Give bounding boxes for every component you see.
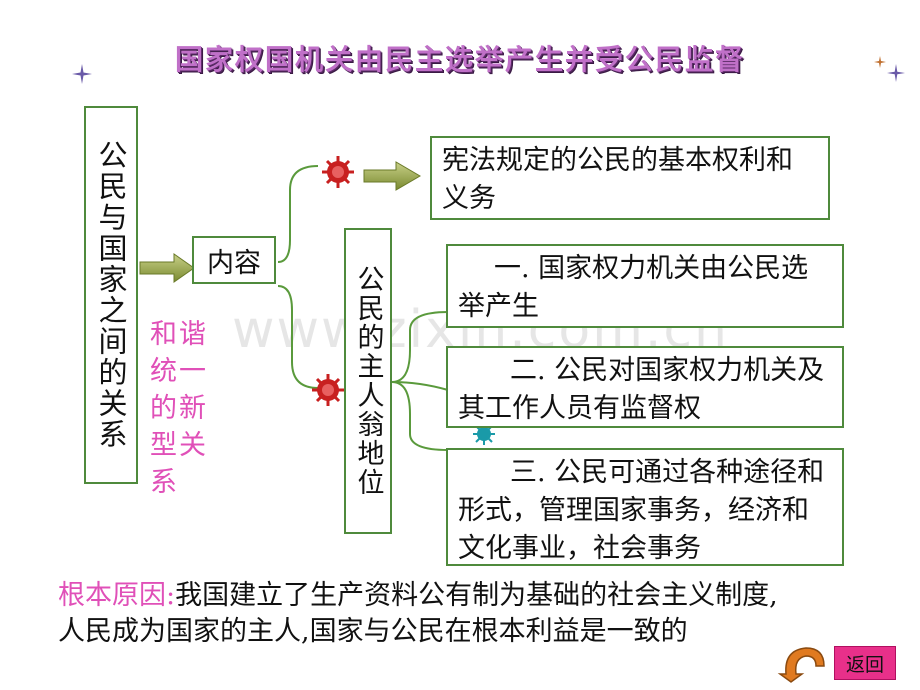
status-box: 公民的主人翁地位 — [344, 228, 392, 534]
sparkle-icon — [72, 64, 92, 84]
back-arrow-icon[interactable] — [776, 640, 830, 684]
item-box: 三. 公民可通过各种途径和形式，管理国家事务，经济和文化事业，社会事务 — [446, 448, 844, 566]
item-box: 一. 国家权力机关由公民选举产生 — [446, 244, 844, 328]
red-bullet-icon — [322, 156, 354, 188]
relationship-box: 公民与国家之间的关系 — [84, 106, 138, 484]
red-bullet-icon — [312, 374, 344, 406]
root-cause: 根本原因:我国建立了生产资料公有制为基础的社会主义制度,人民成为国家的主人,国家… — [58, 578, 798, 650]
side-note: 和谐统一的新型关系 — [150, 319, 208, 498]
arrow-right-icon — [363, 161, 421, 191]
brace-connector — [277, 165, 319, 389]
sparkle-icon — [874, 56, 905, 82]
arrow-right-icon — [139, 253, 195, 283]
root-cause-text: 我国建立了生产资料公有制为基础的社会主义制度,人民成为国家的主人,国家与公民在根… — [58, 580, 778, 647]
rights-duties-box: 宪法规定的公民的基本权利和义务 — [430, 136, 830, 220]
item-box: 二. 公民对国家权力机关及其工作人员有监督权 — [446, 346, 844, 428]
brace-connector — [391, 311, 449, 451]
page-title: 国家权国机关由民主选举产生并受公民监督 — [174, 43, 745, 76]
content-label-box: 内容 — [192, 236, 276, 284]
root-cause-label: 根本原因: — [58, 580, 176, 611]
back-button[interactable]: 返回 — [834, 646, 896, 680]
